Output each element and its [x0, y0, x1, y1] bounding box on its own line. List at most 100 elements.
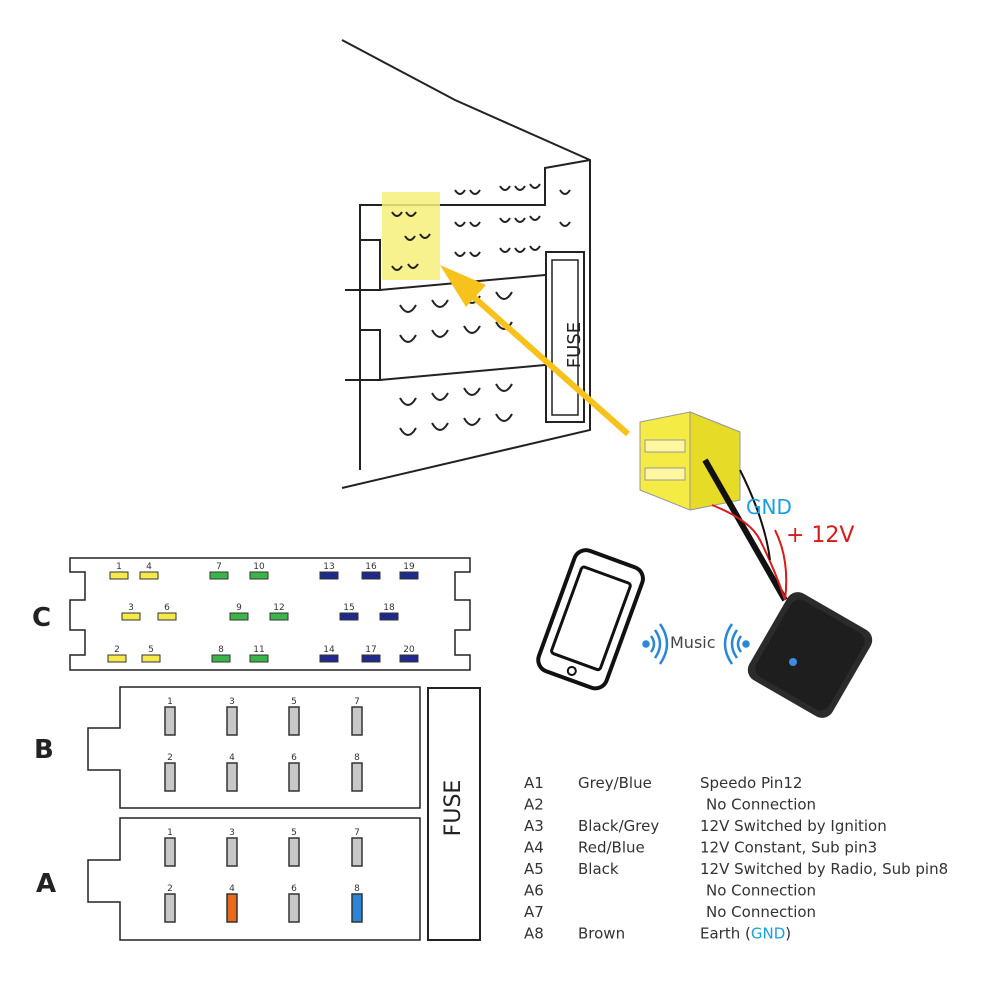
- fuse-label-bottom: FUSE: [441, 780, 466, 837]
- pin-number: 10: [253, 562, 265, 572]
- pin-number: 4: [229, 753, 235, 763]
- wires: [702, 458, 788, 602]
- wire-color: Brown: [578, 925, 625, 943]
- pin-a-6: 6: [288, 884, 300, 923]
- music-label: Music: [670, 633, 716, 652]
- signal-waves-right-icon: [723, 623, 750, 665]
- pin-c-9: 9: [229, 603, 249, 621]
- pin-number: 20: [403, 645, 415, 655]
- pin-number: 1: [167, 828, 173, 838]
- signal-waves-left-icon: [642, 623, 669, 665]
- pin-id: A7: [524, 903, 544, 921]
- pin-number: 6: [164, 603, 170, 613]
- pin-table-row: A1 Grey/Blue Speedo Pin12: [524, 774, 802, 792]
- pin-table-row: A2 No Connection: [524, 796, 816, 814]
- pin-b-5: 5: [288, 697, 300, 736]
- pin-number: 3: [229, 697, 235, 707]
- pin-c-16: 16: [361, 562, 381, 580]
- pin-c-15: 15: [339, 603, 359, 621]
- pin-number: 7: [354, 697, 360, 707]
- pin-a-3: 3: [226, 828, 238, 867]
- pin-function: 12V Switched by Radio, Sub pin8: [700, 860, 948, 878]
- pin-c-10: 10: [249, 562, 269, 580]
- pin-b-4: 4: [226, 753, 238, 792]
- pin-function: 12V Switched by Ignition: [700, 817, 887, 835]
- pin-number: 2: [167, 753, 173, 763]
- pin-function: Speedo Pin12: [700, 774, 802, 792]
- pin-a-2: 2: [164, 884, 176, 923]
- pin-c-5: 5: [141, 645, 161, 663]
- pin-a-4: 4: [226, 884, 238, 923]
- bluetooth-module: [747, 592, 873, 718]
- pin-function: No Connection: [706, 882, 816, 900]
- wire-color: Red/Blue: [578, 839, 645, 857]
- pin-b-8: 8: [351, 753, 363, 792]
- pin-number: 7: [354, 828, 360, 838]
- pin-number: 2: [167, 884, 173, 894]
- pin-number: 12: [273, 603, 284, 613]
- pin-a-1: 1: [164, 828, 176, 867]
- pin-number: 4: [146, 562, 152, 572]
- highlight-slots: [391, 211, 431, 271]
- wire-color: Grey/Blue: [578, 774, 652, 792]
- pin-c-20: 20: [399, 645, 419, 663]
- pin-function: 12V Constant, Sub pin3: [700, 839, 877, 857]
- pin-c-8: 8: [211, 645, 231, 663]
- wire-color: Black/Grey: [578, 817, 659, 835]
- pin-number: 5: [291, 697, 297, 707]
- pin-number: 8: [354, 884, 360, 894]
- pin-number: 16: [365, 562, 377, 572]
- pin-number: 4: [229, 884, 235, 894]
- pin-c-1: 1: [109, 562, 129, 580]
- pin-table-row: A7 No Connection: [524, 903, 816, 921]
- fuse-box: [427, 687, 481, 941]
- pin-c-14: 14: [319, 645, 339, 663]
- pin-table-row: A8 Brown Earth (GND): [524, 925, 791, 943]
- pin-number: 9: [236, 603, 242, 613]
- pin-id: A1: [524, 774, 544, 792]
- connector-a-label: A: [36, 869, 56, 899]
- pin-c-19: 19: [399, 562, 419, 580]
- connector-c-label: C: [32, 603, 51, 633]
- pin-c-17: 17: [361, 645, 381, 663]
- pin-number: 6: [291, 884, 297, 894]
- pin-b-7: 7: [351, 697, 363, 736]
- pin-c-2: 2: [107, 645, 127, 663]
- pin-b-2: 2: [164, 753, 176, 792]
- pin-number: 13: [323, 562, 334, 572]
- pin-b-6: 6: [288, 753, 300, 792]
- pin-number: 1: [116, 562, 122, 572]
- pin-c-18: 18: [379, 603, 399, 621]
- pin-id: A2: [524, 796, 544, 814]
- pin-number: 11: [253, 645, 264, 655]
- pin-c-11: 11: [249, 645, 269, 663]
- pin-number: 8: [218, 645, 224, 655]
- pin-function: Earth (GND): [700, 925, 791, 943]
- wire-color: Black: [578, 860, 619, 878]
- highlight-region: [382, 192, 440, 280]
- pin-id: A8: [524, 925, 544, 943]
- pin-number: 19: [403, 562, 415, 572]
- pin-number: 3: [229, 828, 235, 838]
- pin-function: No Connection: [706, 903, 816, 921]
- pin-id: A3: [524, 817, 544, 835]
- pin-b-3: 3: [226, 697, 238, 736]
- pin-c-12: 12: [269, 603, 289, 621]
- pin-number: 17: [365, 645, 376, 655]
- pin-c-7: 7: [209, 562, 229, 580]
- pin-id: A4: [524, 839, 544, 857]
- pin-a-8: 8: [351, 884, 363, 923]
- pin-table-row: A4 Red/Blue 12V Constant, Sub pin3: [524, 839, 877, 857]
- pin-number: 8: [354, 753, 360, 763]
- pin-number: 5: [148, 645, 154, 655]
- insert-arrow: [440, 265, 630, 437]
- pin-number: 18: [383, 603, 395, 613]
- pin-function: No Connection: [706, 796, 816, 814]
- pin-id: A5: [524, 860, 544, 878]
